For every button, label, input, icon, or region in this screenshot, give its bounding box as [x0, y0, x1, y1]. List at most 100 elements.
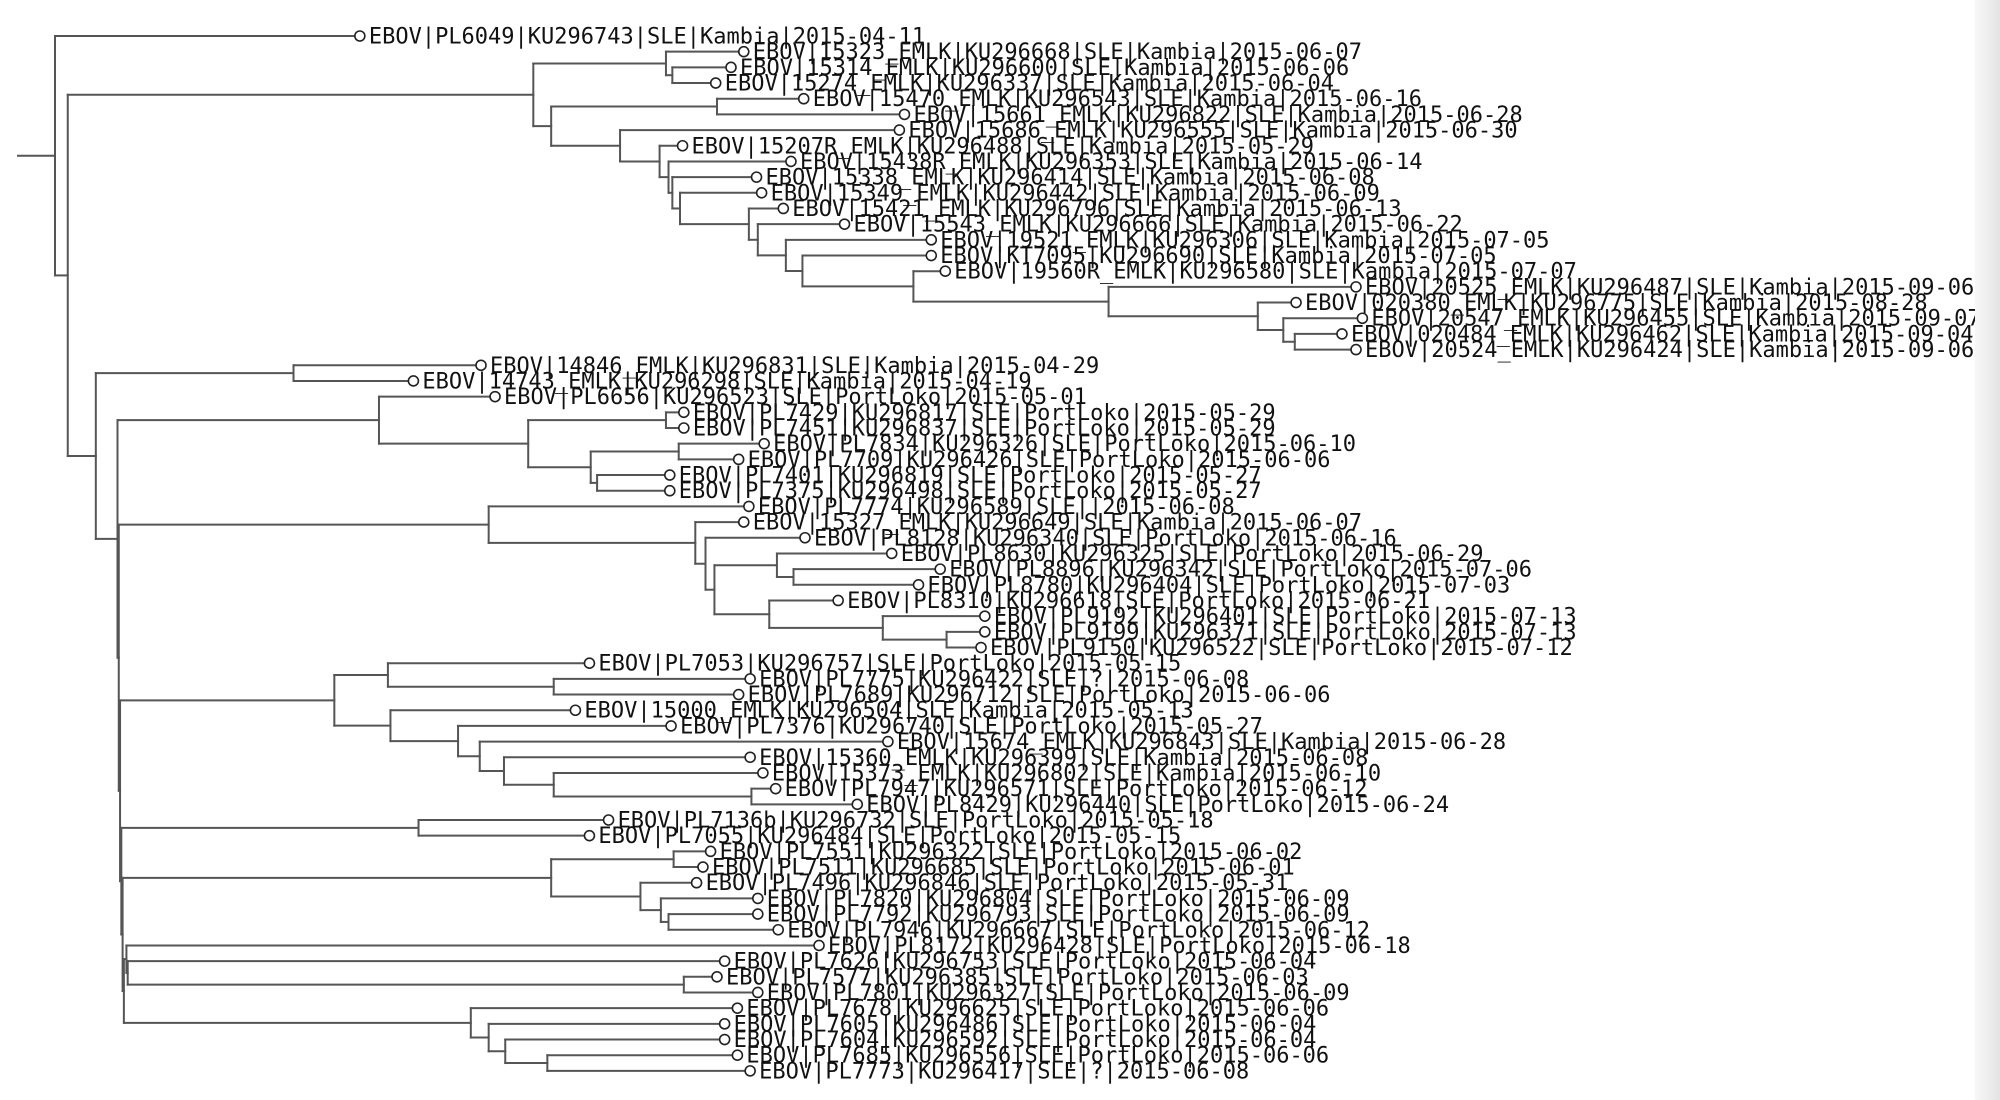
tip-label[interactable]: EBOV|15438R_EMLK|KU296353|SLE|Kambia|201… [800, 150, 1423, 175]
tip-label[interactable]: EBOV|15338_EMLK|KU296414|SLE|Kambia|2015… [766, 166, 1375, 191]
tip-label[interactable]: EBOV|PL7376|KU296740|SLE|PortLoko|2015-0… [680, 714, 1263, 739]
tip-label[interactable]: EBOV|PL8172|KU296428|SLE|PortLoko|2015-0… [828, 934, 1411, 959]
tip-label[interactable]: EBOV|PL7834|KU296326|SLE|PortLoko|2015-0… [773, 432, 1356, 457]
tip-node-marker[interactable] [697, 861, 709, 873]
tip-node-marker[interactable] [772, 923, 785, 936]
tip-node-marker[interactable] [752, 908, 764, 920]
tip-node-marker[interactable] [838, 218, 851, 230]
tip-label[interactable]: EBOV|PL7375|KU296498|SLE|PortLoko|2015-0… [679, 479, 1262, 504]
tip-label[interactable]: EBOV|PL8429|KU296440|SLE|PortLoko|2015-0… [866, 793, 1449, 818]
tip-label[interactable]: EBOV|15000_EMLK|KU296504|SLE|Kambia|2015… [584, 699, 1193, 724]
tip-label[interactable]: EBOV|PL7496|KU296846|SLE|PortLoko|2015-0… [706, 871, 1289, 896]
tip-label[interactable]: EBOV|PL8780|KU296404|SLE|PortLoko|2015-0… [928, 573, 1511, 598]
tip-node-marker[interactable] [979, 610, 991, 622]
tip-node-marker[interactable] [912, 578, 925, 591]
tip-label[interactable]: EBOV|PL7775|KU296422|SLE|?|2015-06-08 [759, 667, 1249, 692]
tip-label[interactable]: EBOV|20547_EMLK|KU296455|SLE|Kambia|2015… [1371, 307, 1980, 332]
tip-label[interactable]: EBOV|020380_EMLK|KU296775|SLE|Kambia|201… [1305, 291, 1928, 316]
tip-node-marker[interactable] [882, 735, 894, 748]
tip-label[interactable]: EBOV|PL7685|KU296556|SLE|PortLoko|2015-0… [746, 1044, 1329, 1069]
tip-label[interactable]: EBOV|15360_EMLK|KU296399|SLE|Kambia|2015… [759, 746, 1368, 771]
tip-label[interactable]: EBOV|PL8128|KU296340|SLE|PortLoko|2015-0… [814, 526, 1397, 551]
tip-node-marker[interactable] [1336, 328, 1348, 340]
tip-node-marker[interactable] [752, 892, 764, 905]
tip-node-marker[interactable] [769, 782, 782, 795]
tip-label[interactable]: EBOV|PL8310|KU296618|SLE|PortLoko|2015-0… [847, 589, 1430, 614]
tip-node-marker[interactable] [725, 61, 737, 74]
tip-node-marker[interactable] [925, 234, 938, 246]
tip-label[interactable]: EBOV|15661_EMLK|KU296822|SLE|Kambia|2015… [913, 103, 1522, 128]
tip-node-marker[interactable] [797, 92, 810, 105]
tip-node-marker[interactable] [475, 359, 487, 372]
tip-node-marker[interactable] [934, 563, 946, 575]
tip-node-marker[interactable] [732, 688, 745, 701]
tip-node-marker[interactable] [925, 249, 938, 262]
tip-label[interactable]: EBOV|PL7136b|KU296732|SLE|PortLoko|2015-… [618, 809, 1214, 834]
tip-node-marker[interactable] [583, 829, 596, 842]
tip-label[interactable]: EBOV|PL7577|KU296385|SLE|PortLoko|2015-0… [726, 965, 1309, 990]
tip-label[interactable]: EBOV|19521_EMLK|KU296306|SLE|Kambia|2015… [940, 228, 1549, 253]
tip-label[interactable]: EBOV|PL8896|KU296342|SLE|PortLoko|2015-0… [949, 558, 1532, 583]
tip-label[interactable]: EBOV|14846_EMLK|KU296831|SLE|Kambia|2015… [490, 354, 1099, 379]
tip-node-marker[interactable] [785, 155, 797, 168]
tip-node-marker[interactable] [1290, 296, 1302, 309]
tip-label[interactable]: EBOV|15373_EMLK|KU296802|SLE|Kambia|2015… [772, 761, 1381, 786]
tip-node-marker[interactable] [690, 876, 703, 889]
tip-node-marker[interactable] [758, 437, 770, 450]
tip-label[interactable]: EBOV|PL7055|KU296484|SLE|PortLoko|2015-0… [598, 824, 1181, 849]
tip-node-marker[interactable] [939, 265, 952, 278]
tip-label[interactable]: EBOV|PL7451|KU296837|SLE|PortLoko|2015-0… [693, 417, 1276, 442]
tip-node-marker[interactable] [898, 108, 911, 121]
tip-node-marker[interactable] [731, 1049, 744, 1061]
tip-node-marker[interactable] [709, 77, 722, 89]
tip-label[interactable]: EBOV|20525_EMLK|KU296487|SLE|Kambia|2015… [1365, 275, 1974, 300]
tip-label[interactable]: EBOV|PL7792|KU296793|SLE|PortLoko|2015-0… [767, 903, 1350, 928]
tip-node-marker[interactable] [757, 767, 769, 779]
tip-label[interactable]: EBOV|PL7947|KU296571|SLE|PortLoko|2015-0… [785, 777, 1368, 802]
tip-label[interactable]: EBOV|KT7095|KU296690|SLE|Kambia|2015-07-… [940, 244, 1496, 269]
tip-node-marker[interactable] [885, 547, 898, 560]
tip-label[interactable]: EBOV|PL6656|KU296523|SLE|PortLoko|2015-0… [504, 385, 1087, 410]
tip-node-marker[interactable] [1350, 281, 1362, 293]
tip-label[interactable]: EBOV|15323_EMLK|KU296668|SLE|Kambia|2015… [753, 40, 1362, 65]
tip-label[interactable]: EBOV|20524_EMLK|KU296424|SLE|Kambia|2015… [1365, 338, 1974, 363]
tip-label[interactable]: EBOV|15421_EMLK|KU296796|SLE|Kambia|2015… [792, 197, 1401, 222]
tip-node-marker[interactable] [354, 30, 366, 42]
tip-label[interactable]: EBOV|PL9199|KU296371|SLE|PortLoko|2015-0… [994, 620, 1577, 645]
tip-label[interactable]: EBOV|PL7689|KU296712|SLE|PortLoko|2015-0… [748, 683, 1331, 708]
tip-label[interactable]: EBOV|PL7709|KU296426|SLE|PortLoko|2015-0… [748, 448, 1331, 473]
tip-node-marker[interactable] [744, 1065, 756, 1077]
tip-label[interactable]: EBOV|PL8630|KU296325|SLE|PortLoko|2015-0… [901, 542, 1484, 567]
tip-node-marker[interactable] [583, 657, 596, 670]
tip-node-marker[interactable] [893, 124, 906, 136]
tip-node-marker[interactable] [752, 986, 764, 999]
tip-label[interactable]: EBOV|PL7053|KU296757|SLE|PortLoko|2015-0… [598, 652, 1181, 677]
tip-node-marker[interactable] [744, 751, 756, 764]
tip-node-marker[interactable] [678, 422, 690, 434]
tip-node-marker[interactable] [743, 500, 755, 513]
tip-node-marker[interactable] [737, 45, 750, 58]
tip-node-marker[interactable] [750, 171, 763, 183]
tip-node-marker[interactable] [665, 720, 677, 732]
tip-label[interactable]: EBOV|PL7773|KU296417|SLE|?|2015-06-08 [759, 1059, 1249, 1084]
tip-node-marker[interactable] [813, 939, 825, 952]
tip-node-marker[interactable] [755, 187, 768, 199]
tip-node-marker[interactable] [737, 516, 750, 528]
tip-label[interactable]: EBOV|PL7511|KU296685|SLE|PortLoko|2015-0… [712, 856, 1295, 881]
tip-label[interactable]: EBOV|PL7626|KU296753|SLE|PortLoko|2015-0… [734, 950, 1317, 975]
tip-node-marker[interactable] [489, 390, 501, 403]
tip-label[interactable]: EBOV|PL7774|KU296589|SLE||2015-06-08 [758, 495, 1235, 520]
tip-label[interactable]: EBOV|15543_EMLK|KU296666|SLE|Kambia|2015… [854, 213, 1463, 238]
tip-node-marker[interactable] [1350, 343, 1362, 356]
tip-label[interactable]: EBOV|19560R_EMLK|KU296580|SLE|Kambia|201… [954, 260, 1577, 285]
tip-label[interactable]: EBOV|15327_EMLK|KU296649|SLE|Kambia|2015… [753, 511, 1362, 536]
tip-node-marker[interactable] [704, 845, 717, 858]
tip-label[interactable]: EBOV|PL7401|KU296819|SLE|PortLoko|2015-0… [679, 464, 1262, 489]
tip-node-marker[interactable] [979, 626, 991, 638]
tip-label[interactable]: EBOV|020484_EMLK|KU296462|SLE|Kambia|201… [1351, 322, 1974, 347]
tip-label[interactable]: EBOV|PL7605|KU296486|SLE|PortLoko|2015-0… [734, 1012, 1317, 1037]
tip-label[interactable]: EBOV|PL7551|KU296322|SLE|PortLoko|2015-0… [720, 840, 1303, 865]
tip-label[interactable]: EBOV|15349_EMLK|KU296442|SLE|Kambia|2015… [771, 181, 1380, 206]
tip-node-marker[interactable] [718, 1018, 731, 1030]
tip-node-marker[interactable] [799, 531, 811, 544]
